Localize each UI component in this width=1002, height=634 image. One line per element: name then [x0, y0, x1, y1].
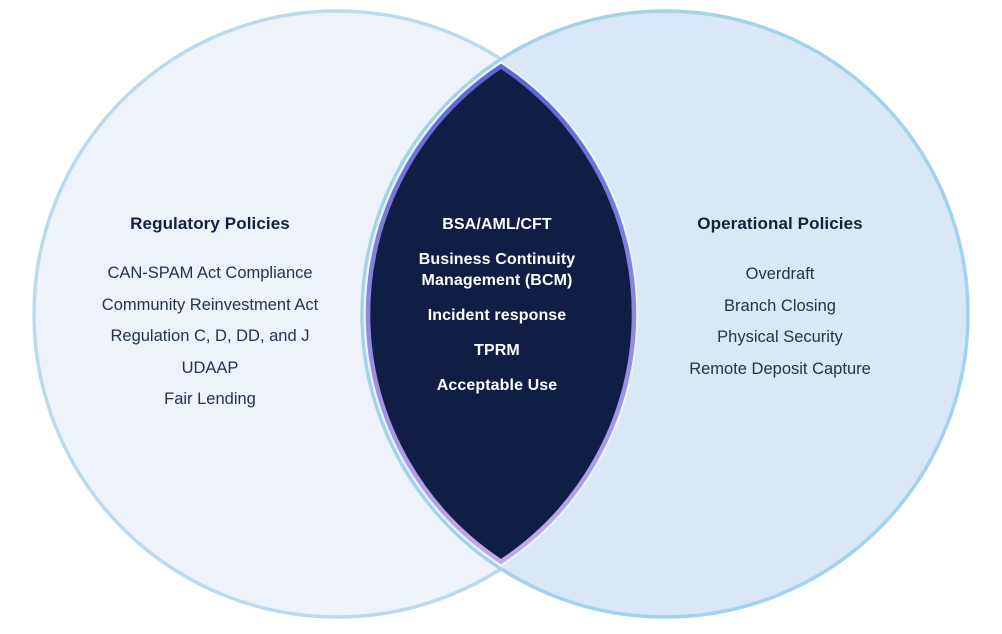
left-circle-item: Fair Lending	[164, 390, 256, 408]
right-circle-heading: Operational Policies	[697, 214, 863, 233]
left-circle-item: UDAAP	[181, 358, 239, 377]
left-circle-item: Regulation C, D, DD, and J	[110, 327, 310, 345]
right-circle-item: Overdraft	[745, 265, 815, 283]
overlap-lens	[365, 63, 637, 565]
overlap-item: Incident response	[427, 307, 567, 324]
right-circle-item: Branch Closing	[724, 296, 836, 315]
overlap-item: Acceptable Use	[436, 377, 558, 394]
right-circle-item: Physical Security	[717, 328, 843, 346]
overlap-items: BSA/AML/CFT Business Continuity Managemen…	[397, 214, 597, 396]
left-circle-item: CAN-SPAM Act Compliance	[107, 264, 313, 282]
right-circle-item: Remote Deposit Capture	[689, 359, 871, 378]
left-circle-heading: Regulatory Policies	[130, 214, 290, 233]
overlap-item: TPRM	[474, 342, 520, 359]
left-circle-item: Community Reinvestment Act	[101, 295, 319, 314]
overlap-item: BSA/AML/CFT	[442, 216, 552, 233]
overlap-item: Business Continuity Management (BCM)	[418, 251, 576, 289]
